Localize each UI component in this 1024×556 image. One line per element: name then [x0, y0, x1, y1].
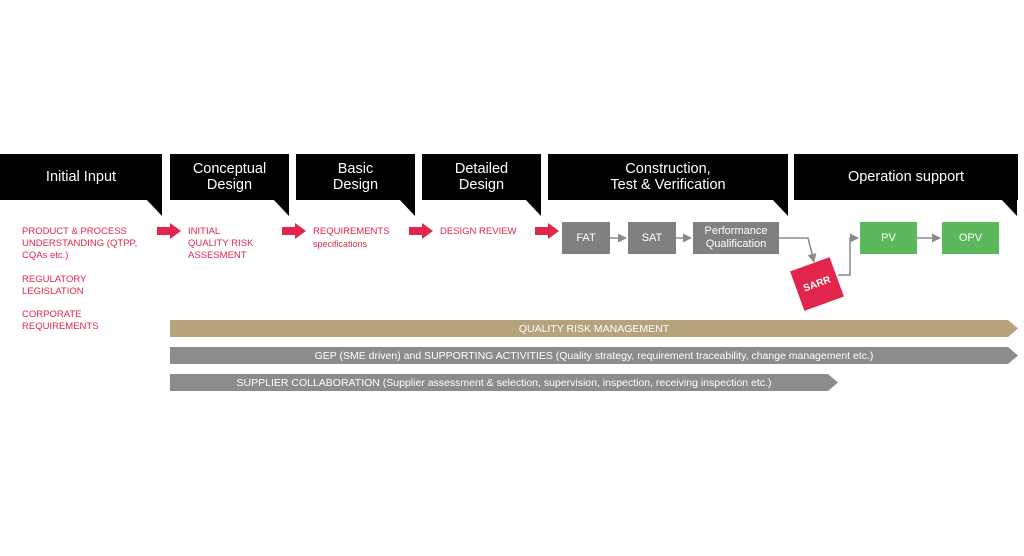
- band-quality-risk-management: QUALITY RISK MANAGEMENT: [170, 320, 1018, 337]
- red-arrow-icon: [282, 223, 306, 239]
- red-arrow-icon: [535, 223, 559, 239]
- phase-header-construction: Construction, Test & Verification: [548, 154, 788, 200]
- step-opv: OPV: [942, 222, 999, 254]
- phase-title: Construction,: [625, 161, 711, 177]
- band-gep-supporting-activities: GEP (SME driven) and SUPPORTING ACTIVITI…: [170, 347, 1018, 364]
- requirements-label: REQUIREMENTS: [313, 226, 390, 237]
- phase-header-basic-design: Basic Design: [296, 154, 415, 200]
- phase-title: Detailed: [454, 161, 509, 177]
- phase-title-line2: Design: [206, 177, 253, 193]
- band-label: GEP (SME driven) and SUPPORTING ACTIVITI…: [314, 349, 874, 362]
- band-supplier-collaboration: SUPPLIER COLLABORATION (Supplier assessm…: [170, 374, 838, 391]
- header-tab: [525, 199, 541, 216]
- phase-title: Initial Input: [45, 169, 117, 185]
- step-pv: PV: [860, 222, 917, 254]
- step-sat: SAT: [628, 222, 676, 254]
- design-review-label: DESIGN REVIEW: [440, 226, 517, 237]
- phase-header-operation-support: Operation support: [794, 154, 1018, 200]
- phase-title: Basic: [337, 161, 374, 177]
- red-arrow-icon: [409, 223, 433, 239]
- phase-title: Conceptual: [192, 161, 267, 177]
- arrow-sarr-pv: [838, 233, 859, 276]
- initial-quality-risk-assessment: INITIAL QUALITY RISK ASSESMENT: [188, 226, 254, 261]
- band-label: SUPPLIER COLLABORATION (Supplier assessm…: [236, 376, 772, 389]
- phase-title-line2: Design: [332, 177, 379, 193]
- phase-header-detailed-design: Detailed Design: [422, 154, 541, 200]
- band-label: QUALITY RISK MANAGEMENT: [518, 322, 670, 335]
- red-arrow-icon: [157, 223, 181, 239]
- header-tab: [772, 199, 788, 216]
- arrow-pq-sarr: [779, 237, 817, 263]
- header-tab: [399, 199, 415, 216]
- input-product-process: PRODUCT & PROCESS UNDERSTANDING (QTPP, C…: [22, 226, 138, 261]
- phase-header-conceptual-design: Conceptual Design: [170, 154, 289, 200]
- phase-title-line2: Test & Verification: [610, 177, 726, 193]
- step-performance-qualification: Performance Qualification: [693, 222, 779, 254]
- header-tab: [146, 199, 162, 216]
- input-corporate: CORPORATE REQUIREMENTS: [22, 309, 99, 332]
- header-tab: [1001, 199, 1017, 216]
- specifications-label: specifications: [313, 239, 368, 249]
- step-fat: FAT: [562, 222, 610, 254]
- phase-title: Operation support: [847, 169, 965, 185]
- input-regulatory: REGULATORY LEGISLATION: [22, 274, 87, 297]
- phase-header-initial-input: Initial Input: [0, 154, 162, 200]
- header-tab: [273, 199, 289, 216]
- phase-title-line2: Design: [458, 177, 505, 193]
